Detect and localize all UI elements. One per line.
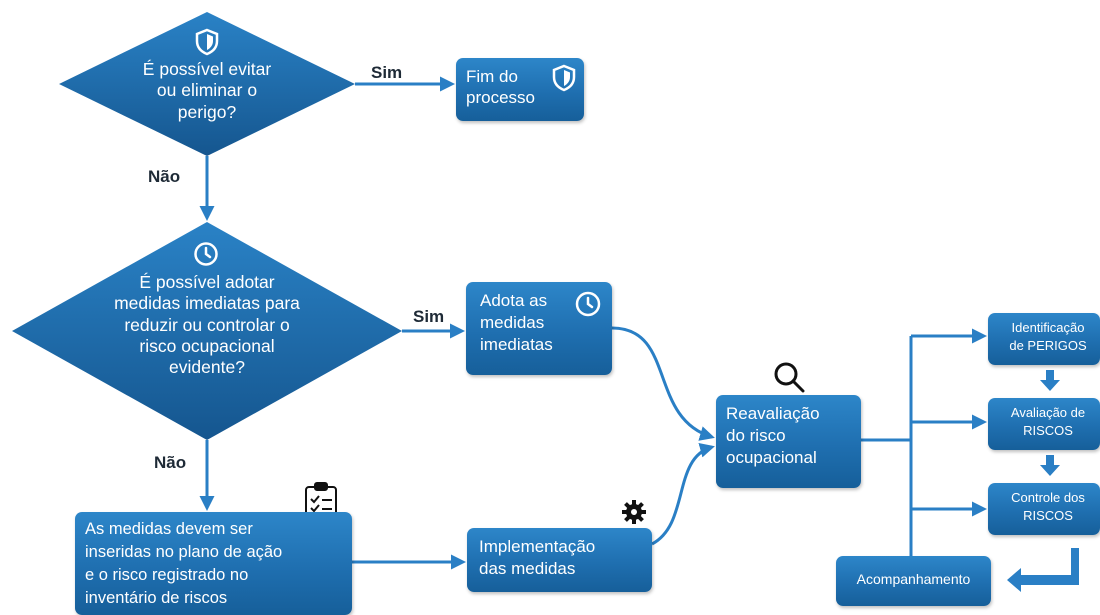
down-arrow-1 — [1040, 370, 1060, 391]
implementation-box[interactable]: Implementação das medidas — [467, 528, 652, 592]
identification-box[interactable]: Identificação de PERIGOS — [988, 313, 1100, 365]
identification-text: Identificação de PERIGOS — [1009, 320, 1087, 353]
return-arrow — [1007, 548, 1079, 592]
decision-immediate-no-label: Não — [154, 453, 187, 472]
decision-immediate-yes-label: Sim — [413, 307, 445, 326]
magnifier-icon — [774, 362, 805, 393]
immediate-measures-text: Adota as medidas imediatas — [480, 291, 553, 355]
action-plan-box[interactable]: As medidas devem ser inseridas no plano … — [75, 512, 352, 615]
decision-immediate-text: É possível adotar medidas imediatas para… — [114, 272, 300, 378]
evaluation-text: Avaliação de RISCOS — [1010, 405, 1086, 438]
action-plan-text: As medidas devem ser inseridas no plano … — [85, 520, 283, 608]
clock-icon — [193, 241, 219, 267]
gear-icon — [622, 500, 646, 524]
down-arrow-2 — [1040, 455, 1060, 476]
decision-avoid-text: É possível evitar ou eliminar o perigo? — [142, 59, 272, 122]
control-box[interactable]: Controle dos RISCOS — [988, 483, 1100, 535]
monitoring-text: Acompanhamento — [856, 571, 971, 587]
decision-diamond-immediate — [12, 222, 402, 440]
cycle-down-arrows — [1040, 370, 1060, 476]
reassessment-text: Reavaliação do risco ocupacional — [726, 404, 820, 468]
evaluation-box[interactable]: Avaliação de RISCOS — [988, 398, 1100, 450]
decision-avoid-yes-label: Sim — [371, 63, 403, 82]
arrow-implementation-to-reassessment — [651, 442, 715, 546]
reassessment-box[interactable]: Reavaliação do risco ocupacional — [716, 395, 861, 488]
clock-icon — [574, 290, 602, 318]
connectors — [199, 76, 987, 580]
arrow-immediate-to-reassessment — [611, 326, 715, 441]
decision-diamond-avoid — [59, 12, 355, 156]
shield-icon — [551, 64, 577, 92]
end-process-text: Fim do processo — [466, 67, 535, 108]
decision-avoid-no-label: Não — [148, 167, 181, 186]
monitoring-box[interactable]: Acompanhamento — [836, 556, 991, 606]
implementation-text: Implementação das medidas — [479, 537, 596, 579]
shield-icon — [194, 28, 220, 56]
control-text: Controle dos RISCOS — [1011, 490, 1085, 523]
